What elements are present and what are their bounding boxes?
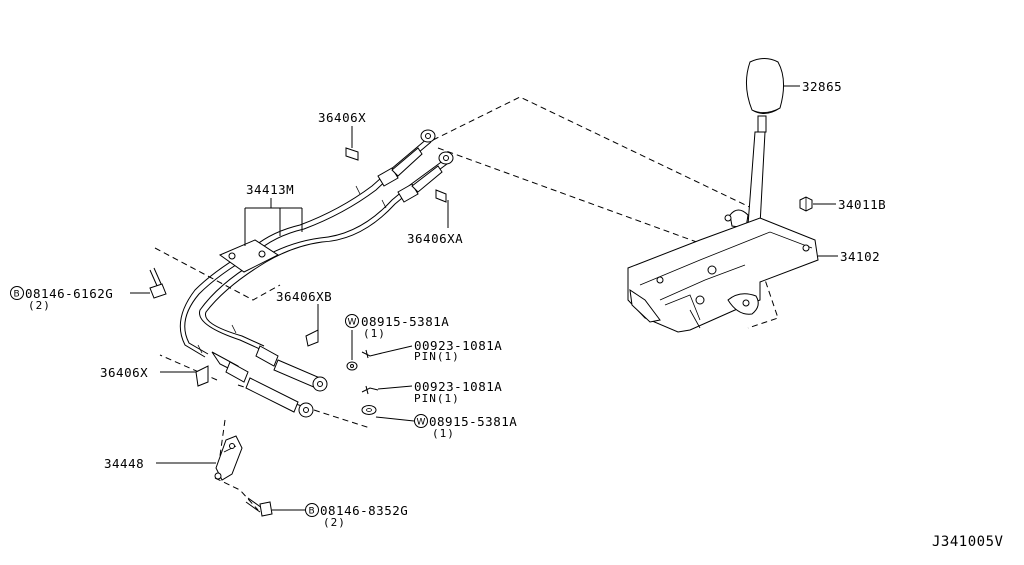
part-number-clip-xa[interactable]: 36406XA xyxy=(407,231,463,246)
part-number-bolt-upper[interactable]: 08146-6162G xyxy=(25,286,113,301)
pin-upper-qty: PIN(1) xyxy=(414,350,460,363)
bolt-lower[interactable] xyxy=(245,497,273,517)
nut[interactable] xyxy=(799,196,813,212)
washer-upper-badge: W xyxy=(345,314,359,328)
cable-assy-callout xyxy=(244,198,303,246)
shift-knob[interactable] xyxy=(746,58,784,114)
part-number-cable-assy[interactable]: 34413M xyxy=(246,182,294,197)
shift-lever-base[interactable] xyxy=(627,214,819,333)
qty-washer-lower: (1) xyxy=(432,427,455,440)
part-number-washer-upper[interactable]: 08915-5381A xyxy=(361,314,449,329)
svg-text:B: B xyxy=(309,507,315,517)
washer-upper[interactable] xyxy=(346,361,358,371)
bracket[interactable] xyxy=(214,435,243,481)
clip-lower[interactable] xyxy=(195,365,209,387)
bolt-lower-badge: B xyxy=(305,503,319,517)
part-number-bolt-lower[interactable]: 08146-8352G xyxy=(320,503,408,518)
part-number-nut[interactable]: 34011B xyxy=(838,197,886,212)
leader-line xyxy=(375,416,415,422)
qty-bolt-upper: (2) xyxy=(28,299,51,312)
part-number-shift-lever[interactable]: 34102 xyxy=(840,249,880,264)
part-number-clip-upper[interactable]: 36406X xyxy=(318,110,366,125)
bolt-upper[interactable] xyxy=(149,267,167,299)
svg-text:W: W xyxy=(417,418,426,428)
part-number-bracket[interactable]: 34448 xyxy=(104,456,144,471)
clip-upper[interactable] xyxy=(345,147,359,161)
diagram-code: J341005V xyxy=(932,534,1004,550)
part-number-knob[interactable]: 32865 xyxy=(802,79,842,94)
washer-lower[interactable] xyxy=(361,405,377,415)
pin-upper[interactable] xyxy=(361,349,379,359)
pin-lower[interactable] xyxy=(361,385,379,395)
qty-washer-upper: (1) xyxy=(363,327,386,340)
leader-line xyxy=(377,345,413,355)
leader-line xyxy=(377,385,413,390)
bolt-upper-badge: B xyxy=(10,286,24,300)
clip-xb[interactable] xyxy=(305,329,319,347)
part-number-pin-lower[interactable]: 00923-1081A xyxy=(414,379,502,394)
control-cables xyxy=(179,129,454,418)
svg-text:B: B xyxy=(14,290,20,300)
washer-lower-badge: W xyxy=(414,414,428,428)
part-number-clip-xb[interactable]: 36406XB xyxy=(276,289,332,304)
part-number-clip-lower[interactable]: 36406X xyxy=(100,365,148,380)
cable-clamp-plate xyxy=(218,239,280,273)
svg-text:W: W xyxy=(348,318,357,328)
pin-lower-qty: PIN(1) xyxy=(414,392,460,405)
part-number-pin-upper[interactable]: 00923-1081A xyxy=(414,338,502,353)
part-number-washer-lower[interactable]: 08915-5381A xyxy=(429,414,517,429)
clip-xa[interactable] xyxy=(435,189,447,203)
qty-bolt-lower: (2) xyxy=(323,516,346,529)
